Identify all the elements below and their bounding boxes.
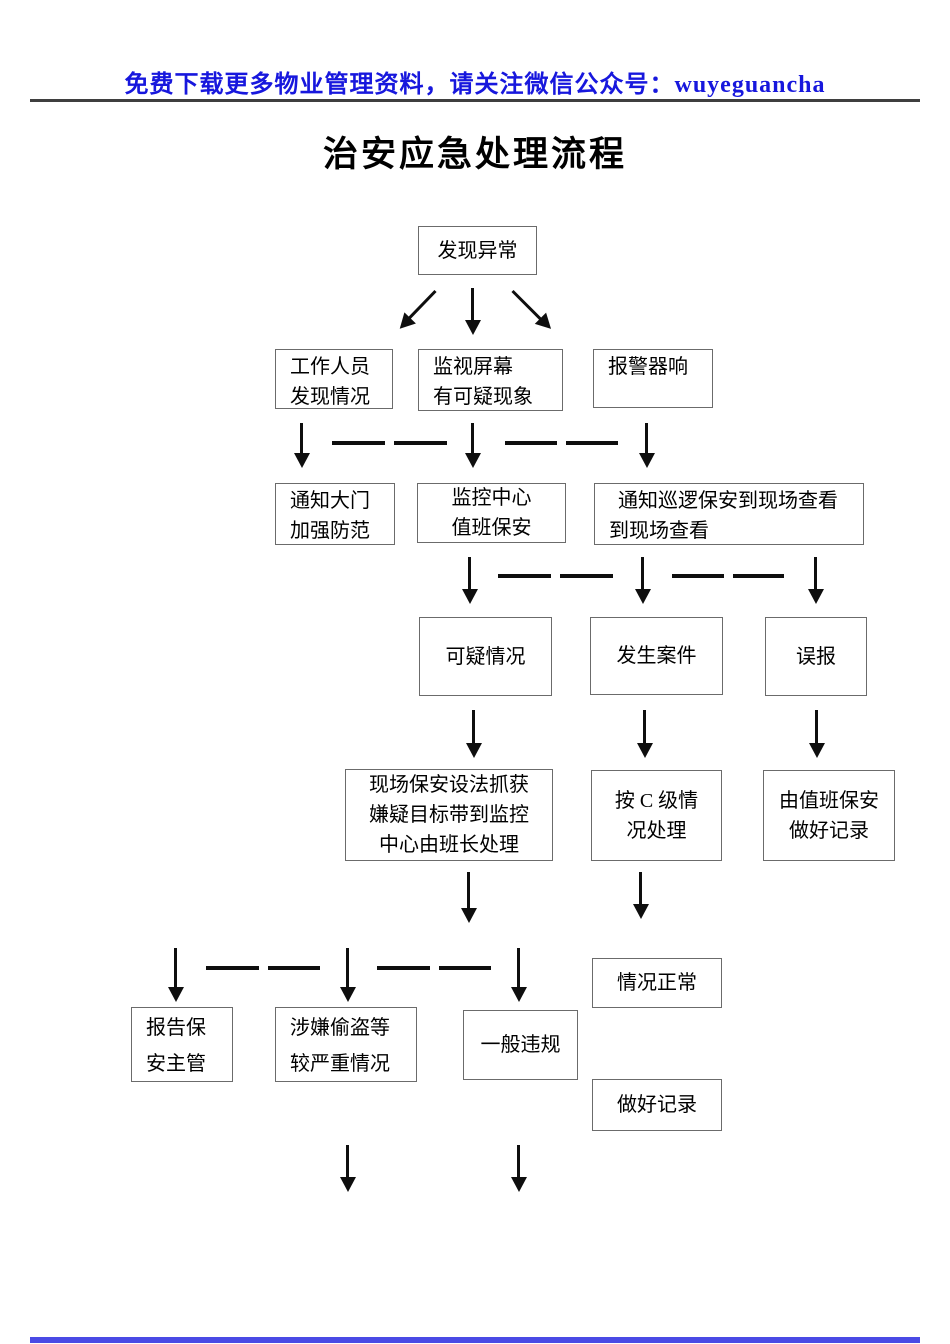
header-divider-line [30,99,920,102]
dashed-connector [498,574,613,578]
node-text-line: 监控中心 [451,487,532,509]
node-staff-finds: 工作人员 发现情况 [275,349,393,409]
dash [438,966,491,970]
node-notify-patrol: 通知巡逻保安到现场查看 到现场查看 [594,483,864,545]
node-text-line: 值班保安 [451,517,532,539]
page-title: 治安应急处理流程 [322,135,627,174]
dash [394,441,447,445]
arrow-down [643,710,646,744]
arrow-down [471,288,474,321]
node-level-c-handling: 按 C 级情 况处理 [591,770,722,861]
node-onsite-capture: 现场保安设法抓获 嫌疑目标带到监控 中心由班长处理 [345,769,553,861]
arrow-down [472,710,475,744]
node-text-line: 涉嫌偷盗等 [290,1017,390,1039]
arrow-down [814,557,817,590]
node-false-alarm: 误报 [765,617,867,696]
dash [672,574,724,578]
dash [498,574,551,578]
node-text-line: 报警器响 [608,356,688,378]
arrow-down [346,1145,349,1178]
dash [267,966,320,970]
node-report-supervisor: 报告保 安主管 [131,1007,233,1082]
node-text-line: 监视屏幕 [433,356,513,378]
node-text-line: 发现异常 [437,239,518,262]
node-text-line: 做好记录 [789,819,869,842]
node-text-line: 发生案件 [616,645,697,667]
arrow-down [174,948,177,988]
node-text-line: 较严重情况 [290,1053,390,1075]
node-theft-serious: 涉嫌偷盗等 较严重情况 [275,1007,417,1082]
arrow-down [815,710,818,744]
node-notify-gate: 通知大门 加强防范 [275,483,395,545]
dash [377,966,430,970]
node-text-line: 中心由班长处理 [379,834,519,856]
arrow-down [645,423,648,454]
node-text-line: 到现场查看 [609,520,709,542]
node-duty-guard-record: 由值班保安 做好记录 [763,770,895,861]
node-text-line: 现场保安设法抓获 [369,774,529,796]
node-text-line: 做好记录 [617,1094,697,1116]
node-text-line: 安主管 [146,1053,206,1075]
node-text-line: 况处理 [626,819,687,842]
arrow-down [467,872,470,909]
dashed-connector [332,441,447,445]
arrow-down-right [511,289,542,321]
node-text-line: 情况正常 [617,972,697,994]
dashed-connector [377,966,491,970]
arrow-down [641,557,644,590]
node-text-line: 通知巡逻保安到现场查看 [618,490,838,512]
node-text-line: 工作人员 [290,356,370,378]
arrow-down [517,1145,520,1178]
node-case-occurs: 发生案件 [590,617,723,695]
dash [560,574,613,578]
arrow-down [471,423,474,454]
dash [206,966,259,970]
node-situation-normal: 情况正常 [592,958,722,1008]
dash [566,441,618,445]
node-suspicious-case: 可疑情况 [419,617,552,696]
arrow-down [468,557,471,590]
node-text-line: 加强防范 [290,520,370,542]
node-text-line: 误报 [796,645,836,668]
node-control-center: 监控中心 值班保安 [417,483,566,543]
node-text-line: 嫌疑目标带到监控 [369,804,529,826]
dash [332,441,385,445]
arrow-down [346,948,349,988]
dashed-connector [505,441,618,445]
arrow-down [300,423,303,454]
dash [732,574,784,578]
node-text-line: 发现情况 [290,386,370,408]
node-text-line: 可疑情况 [445,645,526,668]
node-text-line: 有可疑现象 [433,386,533,408]
arrow-down [517,948,520,988]
arrow-down-left [408,289,437,320]
node-discover-abnormal: 发现异常 [418,226,537,275]
node-text-line: 报告保 [146,1017,206,1039]
arrow-down [639,872,642,905]
node-text-line: 通知大门 [290,490,370,512]
dash [505,441,557,445]
node-text-line: 按 C 级情 [614,789,699,812]
node-make-record: 做好记录 [592,1079,722,1131]
header-notice: 免费下载更多物业管理资料，请关注微信公众号：wuyeguancha [124,72,826,98]
node-alarm-sounds: 报警器响 [593,349,713,408]
dashed-connector [672,574,784,578]
node-text-line: 一般违规 [480,1034,561,1056]
dashed-connector [206,966,320,970]
page-bottom-blue-strip [30,1337,920,1343]
node-monitor-screen: 监视屏幕 有可疑现象 [418,349,563,411]
node-general-violation: 一般违规 [463,1010,578,1080]
node-text-line: 由值班保安 [779,789,879,812]
